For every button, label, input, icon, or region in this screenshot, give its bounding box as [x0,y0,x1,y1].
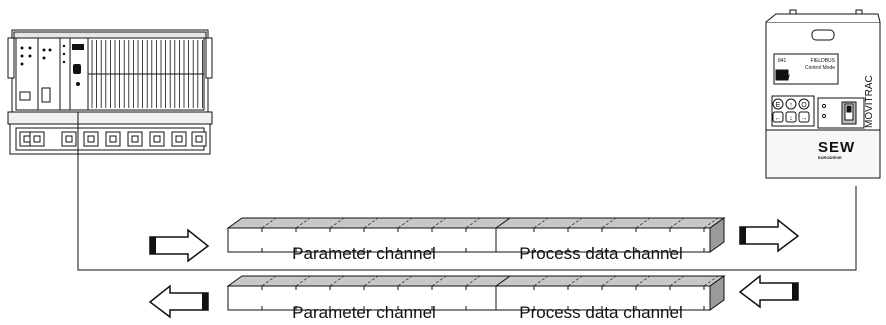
terminal-port [153,135,161,143]
process-channel-label-1: Process data channel [519,244,683,263]
keypad-key [772,98,784,110]
arrow-left-left [148,284,209,319]
keypad-key-label: → [801,115,808,122]
keypad-frame [771,95,815,127]
param-channel-label-1: Parameter channel [292,244,436,263]
byte-separator-top [261,217,277,229]
arrow-right-right [739,218,800,253]
byte-separator-top [465,275,481,287]
terminal-port [87,135,95,143]
byte-separator-top [703,275,719,287]
terminal-port [131,135,139,143]
plc-slot-fins [88,40,204,108]
byte-separator-top [533,275,549,287]
byte-separator-top [465,217,481,229]
byte-separator-top [533,217,549,229]
fieldbus-cable [77,112,857,271]
process-channel-label-2: Process data channel [519,303,683,322]
byte-separator-top [329,275,345,287]
terminal-port [175,135,183,143]
byte-separator-top [261,275,277,287]
byte-separator-top [295,275,311,287]
arrow-left-right [738,274,799,309]
brand-logo: SEW [818,139,855,156]
keypad-key [785,98,797,110]
byte-separator-top [635,217,651,229]
byte-separator-top [363,217,379,229]
telegram-front-face [227,285,711,311]
terminal-port [65,135,73,143]
byte-separator-top [635,275,651,287]
byte-separator-top [567,217,583,229]
telegram-outgoing [226,217,726,253]
byte-separator-top [329,217,345,229]
keypad-key-label: ↑ [789,102,793,109]
byte-separator-top [363,275,379,287]
movitrac-drive [765,9,881,179]
keypad-key-label: O [801,102,807,109]
keypad-key [798,111,810,123]
telegram-top-face [226,217,726,229]
byte-separator-top [669,217,685,229]
channel-divider-top [495,217,511,229]
brand-sub: EURODRIVE [818,155,842,160]
telegram-front-face [227,227,711,253]
terminal-port [109,135,117,143]
byte-separator-top [669,275,685,287]
terminal-port [23,135,31,143]
byte-separator-top [703,217,719,229]
movitrac-keypad: E ↑ O ← ↓ → [771,95,815,127]
display-line-1: 841 [778,58,787,64]
telegram-top-face [226,275,726,287]
display-brand: SEW [776,75,790,81]
byte-separator-top [601,275,617,287]
keypad-key-label: ← [775,115,782,122]
keypad-key [798,98,810,110]
display-line-2: FIELDBUS [811,58,836,64]
byte-separator-top [431,275,447,287]
channel-divider-top [495,275,511,287]
movitrac-switch-panel [817,97,865,129]
byte-separator-top [567,275,583,287]
byte-separator-top [397,217,413,229]
plc-terminals [19,131,207,147]
byte-separator-top [397,275,413,287]
terminal-port [195,135,203,143]
terminal-port [33,135,41,143]
param-channel-label-2: Parameter channel [292,303,436,322]
byte-separator-top [431,217,447,229]
display-line-3: Control Mode [805,65,835,71]
keypad-key [772,111,784,123]
telegram-incoming [226,275,726,311]
movitrac-side-label: MOVITRAC [864,75,875,128]
keypad-key-label: ↓ [789,115,793,122]
keypad-key [785,111,797,123]
byte-separator-top [601,217,617,229]
arrow-right-left [149,228,210,263]
byte-separator-top [295,217,311,229]
keypad-key-label: E [776,102,781,109]
